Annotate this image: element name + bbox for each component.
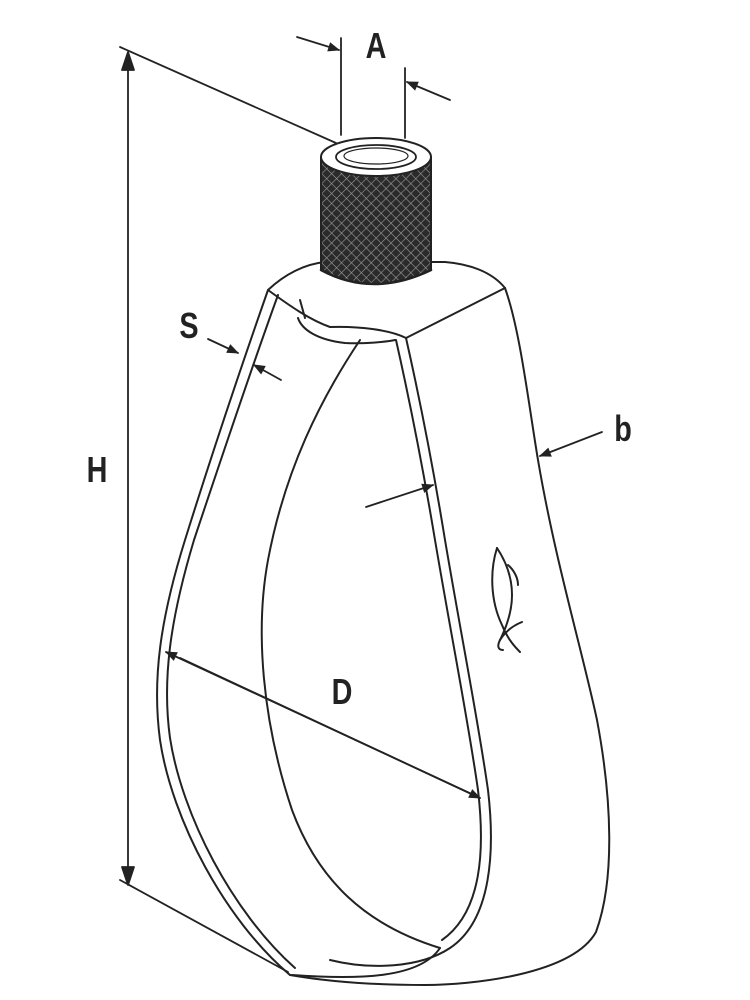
fish-logo-icon xyxy=(491,547,523,653)
dimension-D xyxy=(164,651,482,799)
band-outer-right xyxy=(289,287,611,986)
band-inner-back xyxy=(260,339,441,949)
band-outer-left xyxy=(156,289,291,976)
label-S: S xyxy=(179,305,198,346)
saddle-slot xyxy=(297,317,396,345)
label-D: D xyxy=(332,671,353,712)
threaded-nut xyxy=(319,137,433,286)
dimension-A xyxy=(296,36,451,139)
band-outer-left-inner-edge xyxy=(166,294,296,969)
label-H: H xyxy=(87,449,108,490)
label-A: A xyxy=(366,25,387,66)
band-inner-right xyxy=(329,337,492,967)
band-inner-right-edge xyxy=(395,339,482,941)
dimension-S xyxy=(207,338,282,381)
dimension-b xyxy=(365,431,603,508)
label-b: b xyxy=(614,408,632,449)
dimension-H xyxy=(119,46,337,973)
